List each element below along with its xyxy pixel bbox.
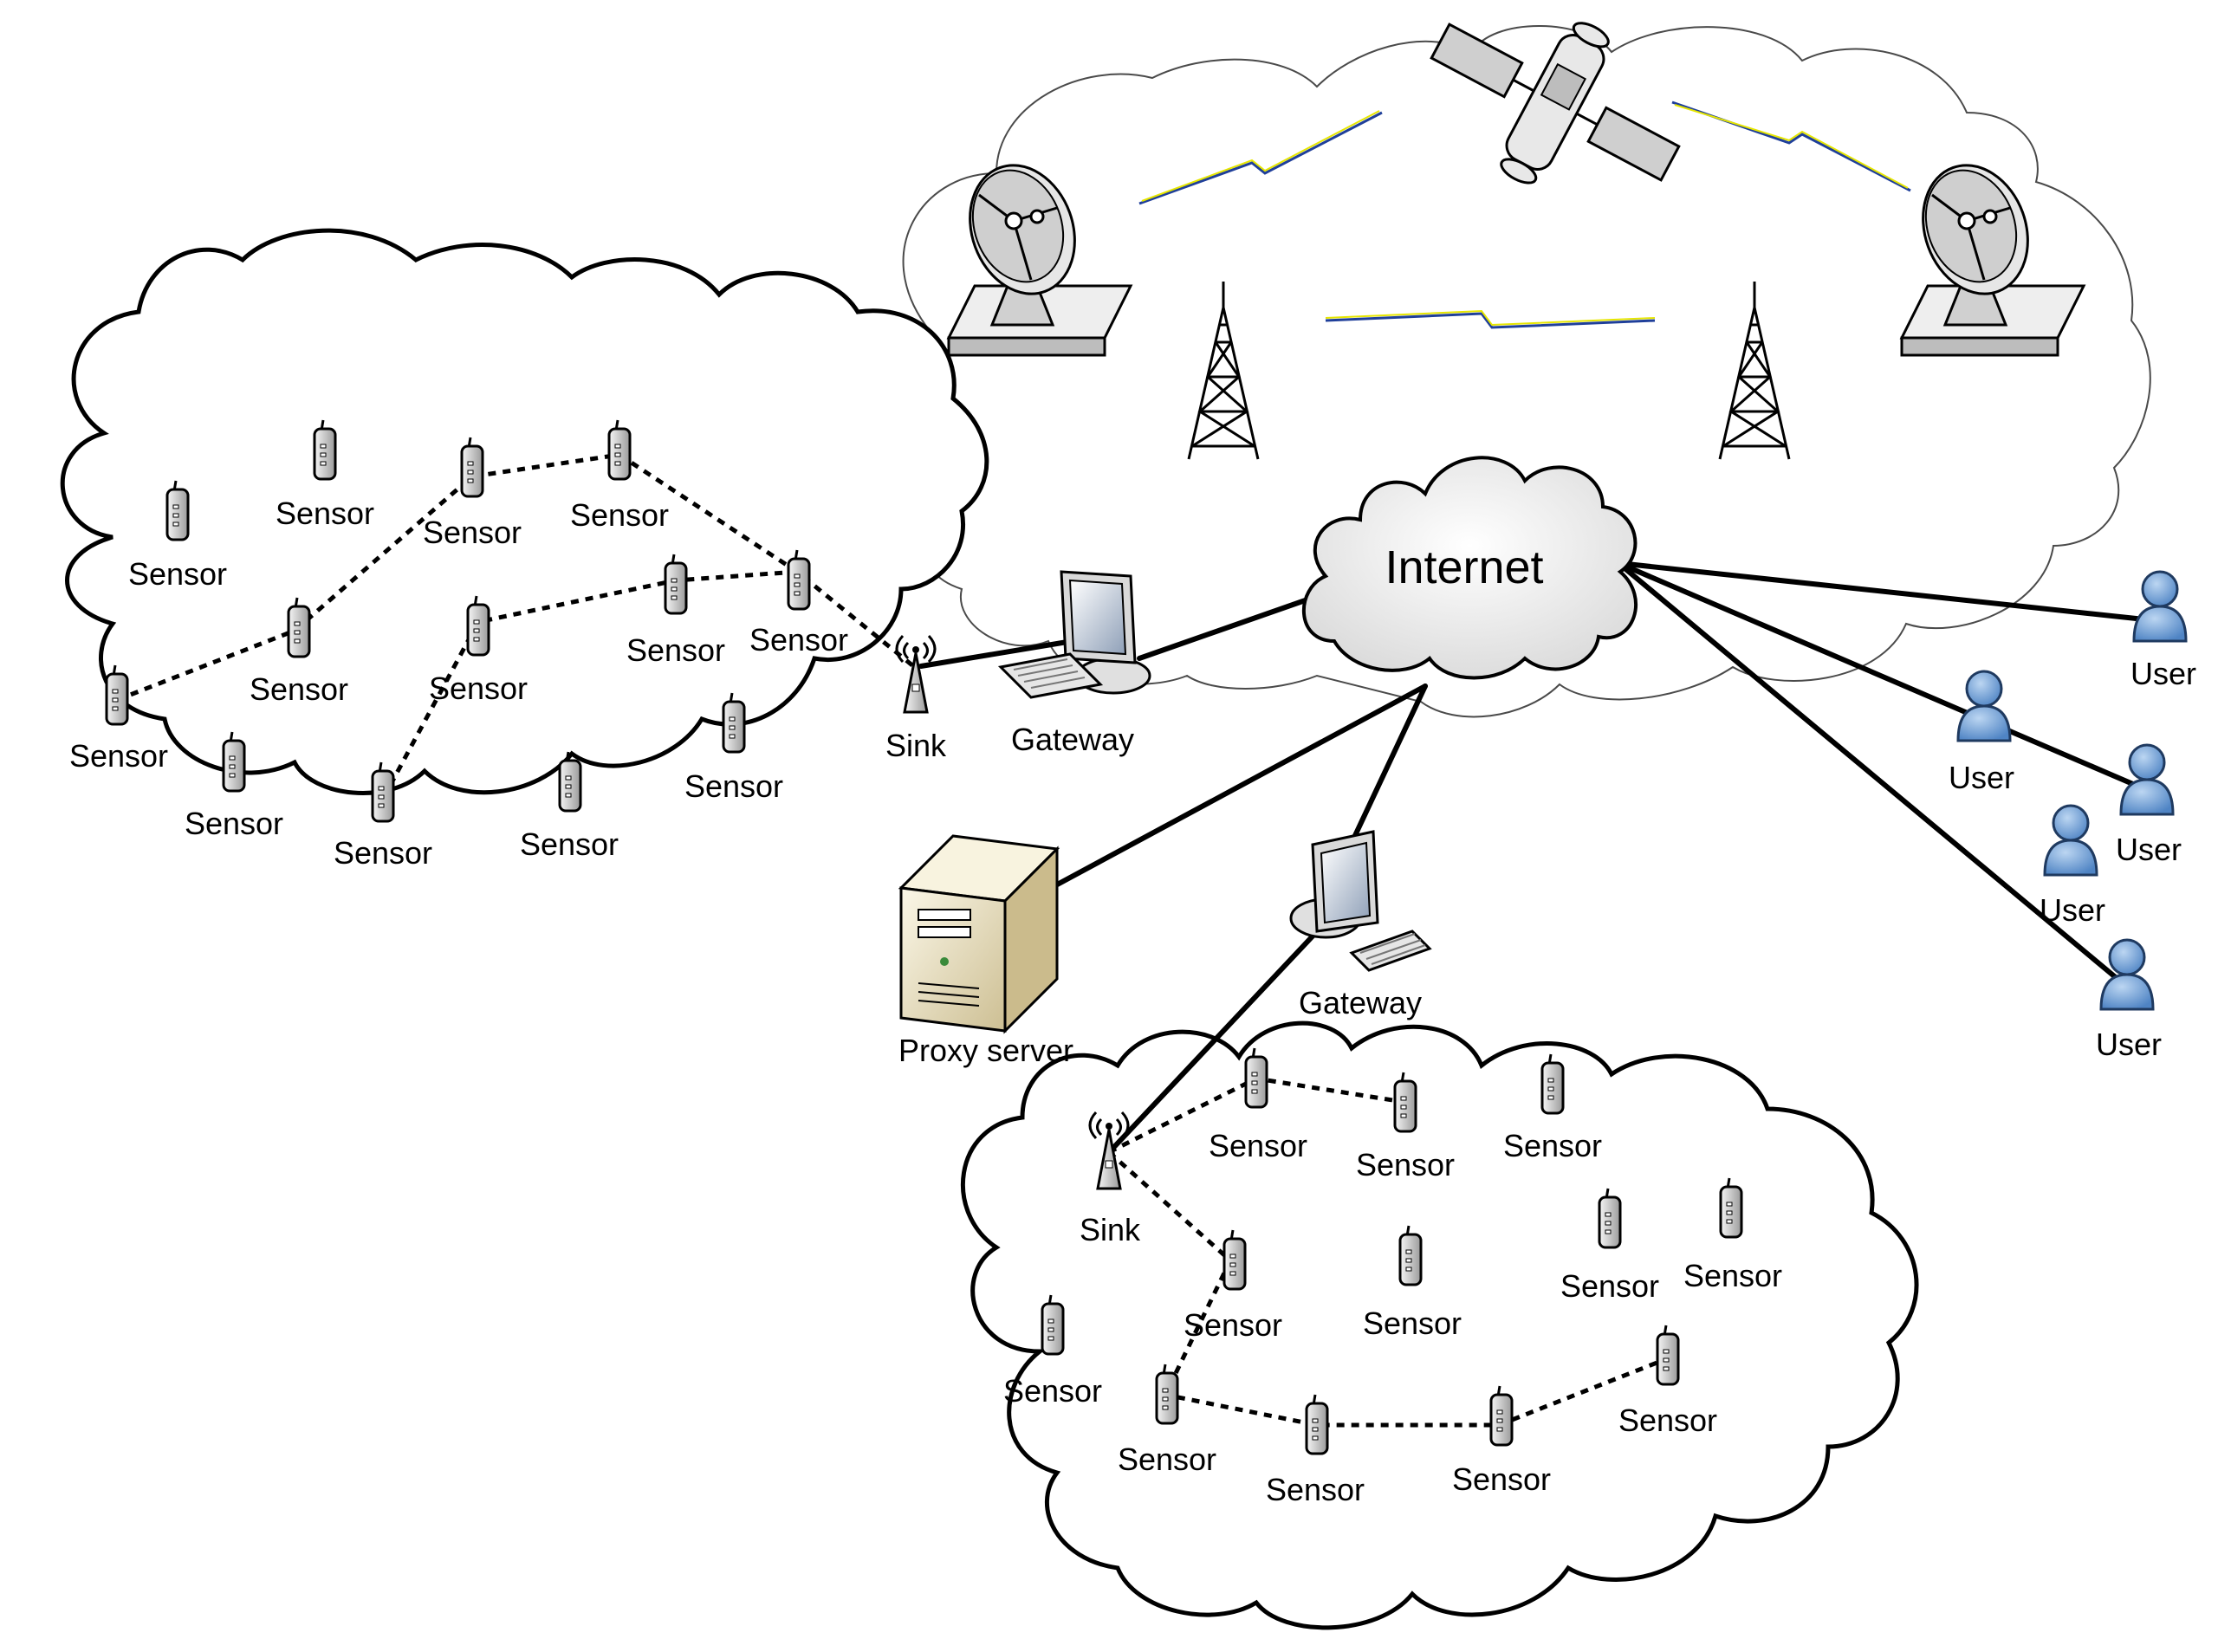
sensor-node-icon — [722, 691, 746, 754]
sensor-label: Sensor — [1003, 1373, 1102, 1409]
sensor-cluster-left — [60, 228, 989, 795]
sensor-node-icon — [371, 761, 395, 823]
sensor-node-icon — [165, 479, 190, 541]
sensor-node-icon — [787, 548, 811, 611]
user-label: User — [2040, 892, 2105, 928]
sensor-label: Sensor — [1356, 1147, 1455, 1182]
sensor-cluster-bottom — [960, 1020, 1919, 1630]
sensor-node-icon — [313, 418, 337, 481]
sensor-node-icon — [105, 664, 129, 726]
sensor-label: Sensor — [1503, 1128, 1602, 1163]
sensor-label: Sensor — [1363, 1305, 1462, 1341]
sensor-label: Sensor — [276, 496, 374, 531]
multihop-path-bottom-2 — [1107, 1150, 1664, 1428]
sensor-node-icon — [1393, 1071, 1417, 1133]
sensor-node-icon — [1656, 1324, 1680, 1386]
sensor-node-icon — [287, 596, 311, 658]
link-gateway-left-internet — [1137, 595, 1315, 661]
internet-label: Internet — [1385, 541, 1543, 593]
sensor-label: Sensor — [1560, 1268, 1659, 1304]
link-sink-gateway-bottom — [1111, 924, 1324, 1150]
proxy-server-label: Proxy server — [898, 1033, 1073, 1068]
gateway-label: Gateway — [1299, 985, 1422, 1020]
link-sink-gateway-left — [918, 637, 1086, 669]
gateway-label: Gateway — [1011, 722, 1134, 757]
sensor-node-icon — [466, 594, 490, 657]
sensor-node-icon — [460, 436, 484, 498]
sink-antenna-icon — [895, 634, 937, 714]
sensor-node-icon — [607, 418, 632, 481]
sink-label: Sink — [885, 728, 947, 763]
gateway-computer-icon — [997, 570, 1151, 699]
user-label: User — [2130, 656, 2196, 691]
link-internet-user-1 — [1616, 560, 2147, 622]
sensor-node-icon — [1305, 1393, 1329, 1455]
sensor-node-icon — [1041, 1293, 1065, 1356]
sensor-label: Sensor — [250, 671, 348, 707]
sink-label: Sink — [1080, 1212, 1141, 1247]
user-label: User — [2116, 832, 2182, 867]
sensor-label: Sensor — [1184, 1307, 1282, 1343]
network-links — [918, 560, 2156, 1150]
sensor-label: Sensor — [1118, 1441, 1216, 1477]
user-icon — [2132, 570, 2188, 643]
sensor-label: Sensor — [185, 806, 283, 841]
sensor-label: Sensor — [128, 556, 227, 592]
sensor-node-icon — [1540, 1053, 1565, 1115]
satellite-icon — [1430, 22, 1681, 185]
user-label: User — [1949, 760, 2014, 795]
sensor-label: Sensor — [429, 671, 528, 706]
sensor-label: Sensor — [1266, 1472, 1365, 1507]
user-icon — [1956, 670, 2012, 742]
sensor-label: Sensor — [1209, 1128, 1307, 1163]
sensor-node-icon — [1398, 1224, 1423, 1286]
multihop-path-left-2 — [380, 569, 798, 800]
diagram-labels: Sensor Sensor Sensor Sensor Sensor Senso… — [69, 496, 2196, 1507]
sensor-label: Sensor — [520, 826, 619, 862]
wireless-links — [1138, 100, 1911, 329]
sensor-node-icon — [1222, 1228, 1247, 1291]
sensor-label: Sensor — [626, 632, 725, 668]
sensor-label: Sensor — [1683, 1258, 1782, 1293]
sensor-label: Sensor — [69, 738, 168, 774]
sensor-node-icon — [1489, 1384, 1514, 1447]
wireless-link-tower-tower — [1325, 312, 1656, 329]
internet-cloud: Internet — [1302, 456, 1638, 680]
user-icon — [2043, 804, 2098, 877]
sensor-node-icon — [1598, 1187, 1622, 1249]
sensor-label: Sensor — [1452, 1461, 1551, 1497]
link-internet-user-2 — [1616, 560, 2156, 795]
sensor-node-icon — [664, 553, 688, 615]
sensor-label: Sensor — [684, 768, 783, 804]
link-internet-user-3 — [1616, 560, 2125, 986]
sensor-label: Sensor — [749, 622, 848, 658]
user-label: User — [2096, 1027, 2162, 1062]
sensor-node-icon — [558, 750, 582, 813]
sensor-node-icon — [1155, 1363, 1179, 1425]
sensor-label: Sensor — [1618, 1403, 1717, 1438]
sensor-node-icon — [1244, 1046, 1268, 1109]
wan-cloud — [883, 25, 2151, 718]
proxy-server-icon — [898, 834, 1060, 1034]
sensor-node-icon — [222, 730, 246, 793]
wireless-link-dish-satellite — [1138, 111, 1383, 205]
sensor-label: Sensor — [570, 497, 669, 533]
sensor-node-icon — [1719, 1176, 1743, 1239]
sensor-label: Sensor — [334, 835, 432, 871]
multihop-path-left-1 — [116, 452, 914, 703]
sensor-label: Sensor — [423, 515, 522, 550]
gateway-computer-icon — [1289, 830, 1432, 972]
